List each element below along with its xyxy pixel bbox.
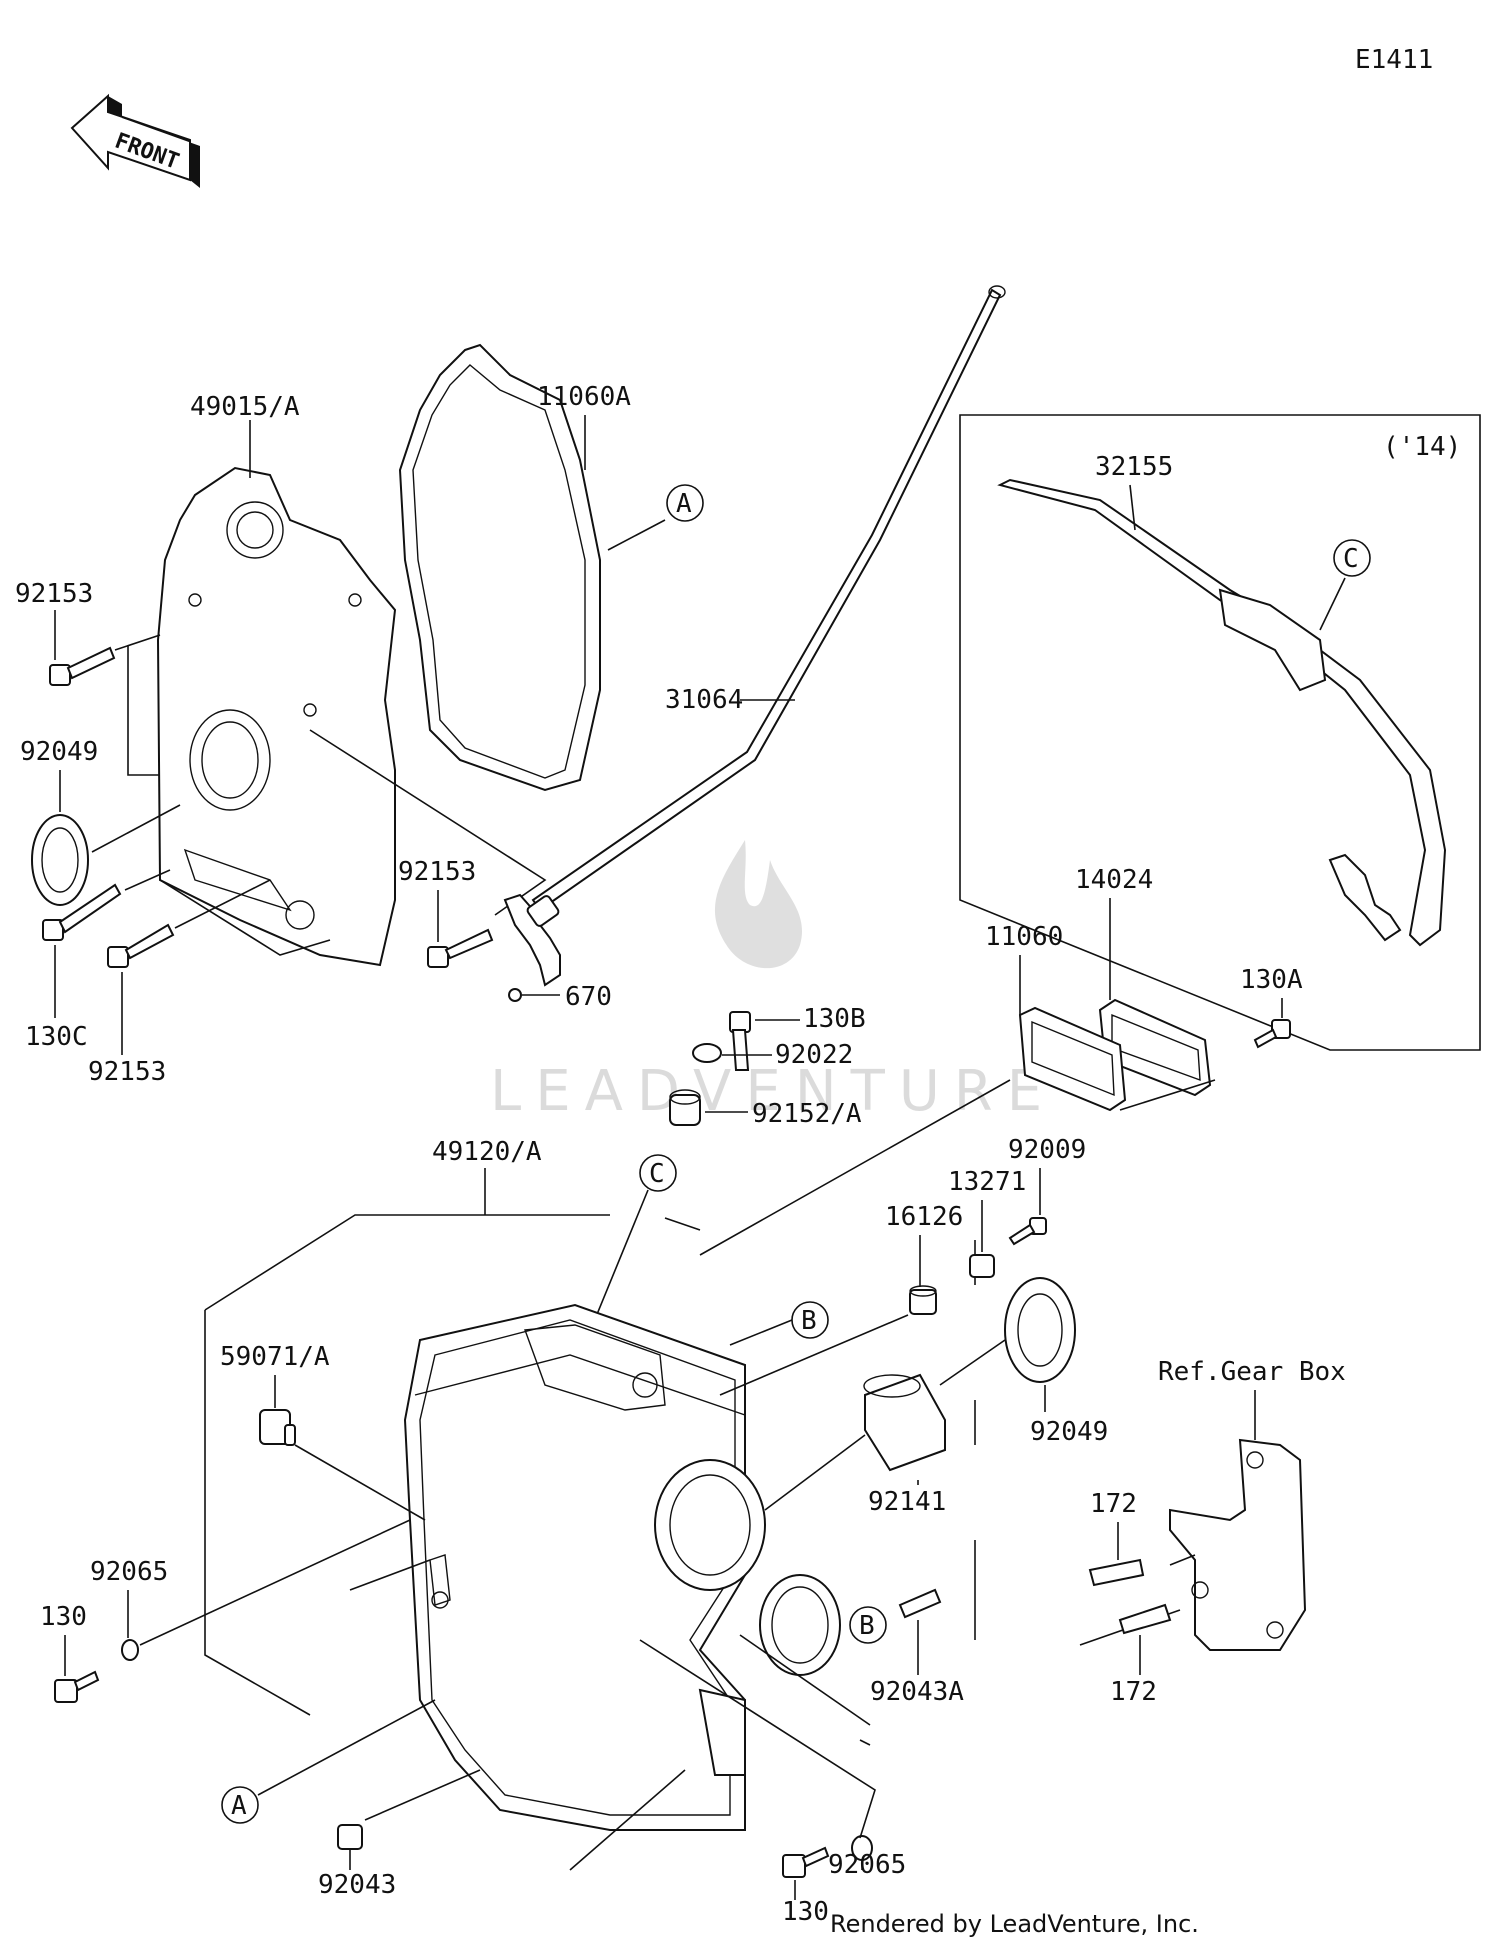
dipstick-32155[interactable] — [997, 478, 1447, 947]
diagram-code: E1411 — [1355, 45, 1433, 75]
screw-92009[interactable] — [1008, 1217, 1047, 1246]
label-130-left: 130 — [40, 1602, 87, 1632]
seal-92049-right[interactable] — [1004, 1277, 1076, 1383]
washer-92022[interactable] — [692, 1043, 722, 1063]
part-11060A-gasket[interactable] — [398, 343, 601, 792]
seal-92049-left[interactable] — [31, 814, 89, 906]
bolt-92153-upper[interactable] — [49, 646, 116, 686]
stud-172-upper[interactable] — [1088, 1558, 1145, 1587]
label-92043: 92043 — [318, 1870, 396, 1900]
bolt-130-bottom[interactable] — [782, 1846, 830, 1878]
callout-b-bottom-label: B — [859, 1611, 875, 1641]
label-130A: 130A — [1240, 965, 1303, 995]
bolt-130B[interactable] — [729, 1011, 751, 1071]
crankcase-49120A[interactable] — [403, 1303, 841, 1831]
label-16126: 16126 — [885, 1202, 963, 1232]
oring-670[interactable] — [508, 988, 522, 1002]
label-92009: 92009 — [1008, 1135, 1086, 1165]
label-130B: 130B — [803, 1004, 866, 1034]
bracket-gear-box[interactable] — [1169, 1438, 1307, 1651]
label-49015A: 49015/A — [190, 392, 300, 422]
callout-a-bottom-label: A — [231, 1791, 247, 1821]
dipstick-31064[interactable] — [526, 285, 1006, 927]
cap-92152A[interactable] — [669, 1089, 701, 1126]
part-49015-cover[interactable] — [156, 466, 397, 967]
label-92049-left: 92049 — [20, 737, 98, 767]
plug-59071A[interactable] — [259, 1409, 296, 1446]
pin-92043A[interactable] — [898, 1588, 942, 1619]
label-59071A: 59071/A — [220, 1342, 330, 1372]
front-arrow-icon: FRONT — [70, 93, 200, 188]
label-92153-upper: 92153 — [15, 579, 93, 609]
label-92065-right: 92065 — [828, 1850, 906, 1880]
bolt-92153-lower[interactable] — [107, 923, 175, 968]
label-670: 670 — [565, 982, 612, 1012]
washer-92065-left[interactable] — [121, 1639, 139, 1661]
nut-13271[interactable] — [969, 1254, 995, 1278]
label-92022: 92022 — [775, 1040, 853, 1070]
label-11060: 11060 — [985, 922, 1063, 952]
callout-c-case-label: C — [649, 1159, 665, 1189]
footer-rendered-by: Rendered by LeadVenture, Inc. — [830, 1910, 1199, 1938]
label-14024: 14024 — [1075, 865, 1153, 895]
callout-b-top-label: B — [801, 1306, 817, 1336]
label-130-bottom: 130 — [782, 1897, 829, 1927]
label-32155: 32155 — [1095, 452, 1173, 482]
callout-a-top[interactable] — [666, 484, 704, 522]
label-ref-gear-box: Ref.Gear Box — [1158, 1357, 1346, 1387]
label-31064: 31064 — [665, 685, 743, 715]
bolt-130C[interactable] — [42, 883, 122, 941]
pin-16126[interactable] — [909, 1285, 937, 1315]
label-92153-lower: 92153 — [88, 1057, 166, 1087]
bushing-92141[interactable] — [863, 1373, 946, 1472]
label-92049-right: 92049 — [1030, 1417, 1108, 1447]
gasket-11060[interactable] — [1018, 1006, 1127, 1112]
stud-172-lower[interactable] — [1118, 1603, 1172, 1635]
inset-year-note: ('14) — [1383, 432, 1461, 462]
callout-a-bottom[interactable] — [221, 1786, 259, 1824]
washer-92065-right[interactable] — [851, 1835, 873, 1861]
label-92141: 92141 — [868, 1487, 946, 1517]
callout-c-inset-label: C — [1343, 544, 1359, 574]
label-130C: 130C — [25, 1022, 88, 1052]
label-92065-left: 92065 — [90, 1557, 168, 1587]
callout-c-inset[interactable] — [1333, 539, 1371, 577]
label-13271: 13271 — [948, 1167, 1026, 1197]
bolt-92153-mid[interactable] — [427, 928, 494, 968]
callout-a-top-label: A — [676, 489, 692, 519]
inset-box-2014 — [959, 414, 1481, 1051]
label-172-upper: 172 — [1090, 1489, 1137, 1519]
pin-92043[interactable] — [337, 1824, 363, 1850]
label-92043A: 92043A — [870, 1677, 964, 1707]
label-92152A: 92152/A — [752, 1099, 862, 1129]
callout-b-bottom[interactable] — [849, 1606, 887, 1644]
bolt-130-left[interactable] — [54, 1670, 100, 1703]
label-172-lower: 172 — [1110, 1677, 1157, 1707]
label-11060A: 11060A — [537, 382, 631, 412]
label-92153-mid: 92153 — [398, 857, 476, 887]
bolt-130A[interactable] — [1253, 1019, 1291, 1049]
callout-c-case[interactable] — [639, 1154, 677, 1192]
label-49120A: 49120/A — [432, 1137, 542, 1167]
